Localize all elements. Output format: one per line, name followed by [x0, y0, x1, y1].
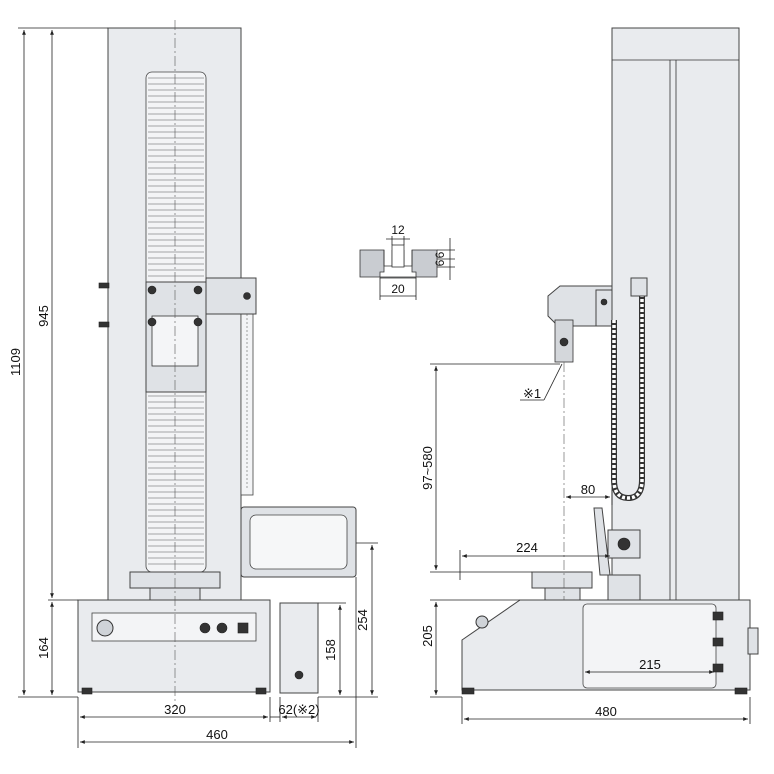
side-view — [461, 27, 759, 695]
front-view — [77, 20, 357, 705]
side-table-foot — [544, 587, 581, 601]
bolt-icon — [147, 317, 157, 327]
side-rear-connector — [747, 627, 759, 655]
front-handle — [98, 321, 110, 328]
side-table — [531, 571, 593, 589]
knob-icon — [475, 615, 489, 629]
connector-icon — [712, 611, 724, 621]
dim-total-depth: 480 — [595, 704, 617, 719]
side-dimensions: ※1 97~580 80 224 205 215 480 — [420, 363, 751, 724]
bolt-icon — [243, 292, 251, 300]
connector-icon — [712, 637, 724, 647]
note-label: ※1 — [523, 386, 541, 401]
front-cover-slats — [148, 77, 204, 565]
side-column-foot — [607, 574, 641, 601]
dim-stroke: 97~580 — [420, 446, 435, 490]
dim-base-height: 164 — [36, 637, 51, 659]
dim-controller-width: 62(※2) — [278, 702, 319, 717]
dim-controller-height-outer: 254 — [355, 609, 370, 631]
dim-head-width: 20 — [391, 282, 405, 296]
side-chain-mount — [630, 277, 648, 297]
dim-throat: 224 — [516, 540, 538, 555]
t-slot-detail: 12 6 6 20 — [359, 223, 455, 300]
t-slot-section — [359, 249, 438, 279]
front-handle — [98, 282, 110, 289]
dim-slot-depth-a: 6 — [433, 251, 447, 258]
bolt-icon — [147, 285, 157, 295]
side-foot — [461, 687, 475, 695]
front-controller-box — [279, 602, 319, 694]
bolt-icon — [559, 337, 569, 347]
dim-base-width: 320 — [164, 702, 186, 717]
knob-icon — [199, 622, 211, 634]
dim-offset: 80 — [581, 482, 595, 497]
bolt-icon — [193, 285, 203, 295]
dim-slot-depth-b: 6 — [433, 259, 447, 266]
dim-total-width: 460 — [206, 727, 228, 742]
knob-icon — [216, 622, 228, 634]
dim-side-base-height: 205 — [420, 625, 435, 647]
front-base-panel — [91, 612, 257, 642]
mount-icon — [617, 537, 631, 551]
front-touch-screen — [249, 514, 348, 570]
switch-icon — [237, 622, 249, 634]
front-dimensions: 1109 945 164 254 158 320 62(※2) 460 — [8, 27, 378, 748]
bolt-icon — [600, 298, 608, 306]
front-foot — [81, 687, 93, 695]
emergency-stop-icon — [96, 619, 114, 637]
side-column — [611, 27, 740, 601]
dim-panel-width: 215 — [639, 657, 661, 672]
bolt-icon — [193, 317, 203, 327]
dim-controller-height-inner: 158 — [323, 639, 338, 661]
side-arm-bracket — [595, 289, 613, 327]
side-foot — [734, 687, 748, 695]
connector-icon — [712, 663, 724, 673]
dim-total-height: 1109 — [8, 348, 23, 376]
dim-column-height: 945 — [36, 305, 51, 327]
dim-slot-width: 12 — [391, 223, 405, 237]
connector-icon — [294, 670, 304, 680]
side-base-panel — [582, 603, 717, 689]
front-foot — [255, 687, 267, 695]
